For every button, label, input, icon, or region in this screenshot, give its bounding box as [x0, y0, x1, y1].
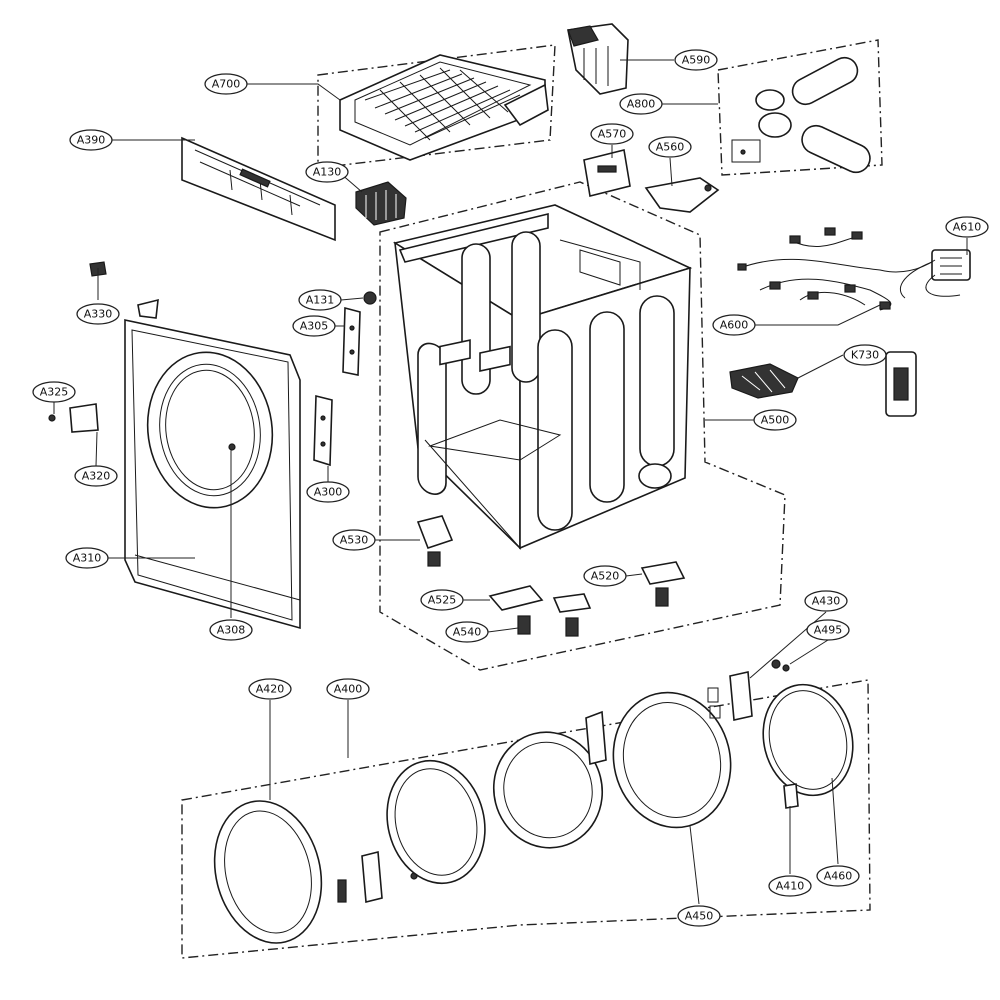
- callout-label: A430: [812, 595, 841, 608]
- callout-a500: A500: [753, 409, 797, 431]
- callout-label: A310: [73, 552, 102, 565]
- a495-screw-part: [771, 659, 790, 672]
- a305-bracket-part: [342, 306, 361, 376]
- a700-lint-cover: [339, 54, 549, 161]
- callout-label: A308: [217, 624, 246, 637]
- callout-a570: A570: [590, 123, 634, 145]
- a525-leg-bracket: [488, 585, 544, 611]
- callout-a130: A130: [305, 161, 349, 183]
- callout-a330: A330: [76, 303, 120, 325]
- callout-a700: A700: [204, 73, 248, 95]
- callout-label: A300: [314, 486, 343, 499]
- callout-label: A390: [77, 134, 106, 147]
- a590-duct-part: [567, 23, 629, 95]
- a325-screw-part: [48, 414, 56, 422]
- a460-door-gasket: [762, 683, 854, 797]
- k730-component: [729, 363, 799, 399]
- callout-a410: A410: [768, 875, 812, 897]
- callout-a495: A495: [806, 619, 850, 641]
- callout-label: A305: [300, 320, 329, 333]
- callout-label: A131: [306, 294, 335, 307]
- door-inner-glass: [492, 731, 604, 849]
- callout-label: A500: [761, 414, 790, 427]
- callout-label: A600: [720, 319, 749, 332]
- callout-label: A525: [428, 594, 457, 607]
- callout-a590: A590: [674, 49, 718, 71]
- callout-a308: A308: [209, 619, 253, 641]
- callout-label: K730: [851, 349, 879, 362]
- leader-lines: [53, 59, 968, 905]
- callout-k730: K730: [843, 344, 887, 366]
- callout-label: A130: [313, 166, 342, 179]
- callout-label: A320: [82, 470, 111, 483]
- callout-a390: A390: [69, 129, 113, 151]
- door-hinge-part: [337, 850, 418, 904]
- callout-label: A540: [453, 626, 482, 639]
- callout-a300: A300: [306, 481, 350, 503]
- callout-label: A570: [598, 128, 627, 141]
- callout-label: A530: [340, 534, 369, 547]
- callout-a305: A305: [292, 315, 336, 337]
- callout-a800: A800: [619, 93, 663, 115]
- callout-a400: A400: [326, 678, 370, 700]
- a610-wire-connector: [900, 249, 971, 299]
- callout-a430: A430: [804, 590, 848, 612]
- a320-latch-part: [69, 403, 99, 433]
- callout-label: A610: [953, 221, 982, 234]
- callout-a610: A610: [945, 216, 989, 238]
- a520-leg-bracket: [640, 561, 686, 607]
- callout-a325: A325: [32, 381, 76, 403]
- callout-a460: A460: [816, 865, 860, 887]
- a800-exhaust-duct-kit: [731, 56, 871, 174]
- callout-a450: A450: [677, 905, 721, 927]
- callout-a600: A600: [712, 314, 756, 336]
- group-boundary-a700: [317, 44, 556, 169]
- callout-label: A700: [212, 78, 241, 91]
- a600-wire-harness: [737, 227, 936, 311]
- a308-screw-part: [228, 443, 236, 451]
- callout-label: A560: [656, 141, 685, 154]
- callout-a310: A310: [65, 547, 109, 569]
- callout-label: A325: [40, 386, 69, 399]
- group-boundary-a500: [379, 181, 786, 671]
- a310-front-panel: [124, 298, 301, 630]
- a130-module-part: [355, 181, 407, 226]
- callout-a530: A530: [332, 529, 376, 551]
- callout-label: A450: [685, 910, 714, 923]
- callout-a525: A525: [420, 589, 464, 611]
- callout-label: A410: [776, 880, 805, 893]
- callout-label: A800: [627, 98, 656, 111]
- callout-label: A330: [84, 308, 113, 321]
- door-switch-part: [885, 351, 917, 417]
- callout-label: A495: [814, 624, 843, 637]
- a420-door-outer-ring: [213, 800, 323, 944]
- callout-a520: A520: [583, 565, 627, 587]
- callout-label: A520: [591, 570, 620, 583]
- callout-label: A590: [682, 54, 711, 67]
- a560-bracket-part: [644, 177, 720, 213]
- callout-a131: A131: [298, 289, 342, 311]
- a530-leg-bracket: [416, 515, 454, 567]
- a570-plate-part: [583, 149, 631, 197]
- a300-bracket-part: [313, 394, 333, 467]
- callout-a320: A320: [74, 465, 118, 487]
- callout-label: A400: [334, 683, 363, 696]
- callout-a560: A560: [648, 136, 692, 158]
- callout-label: A460: [824, 870, 853, 883]
- a131-bolt-part: [363, 291, 377, 305]
- callout-a420: A420: [248, 678, 292, 700]
- a390-control-panel-bracket: [181, 136, 336, 242]
- door-glass-ring: [386, 759, 486, 885]
- a410-door-hook: [783, 783, 799, 809]
- a500-cabinet: [392, 204, 693, 550]
- a430-door-latch: [707, 671, 753, 721]
- callout-label: A420: [256, 683, 285, 696]
- callout-a540: A540: [445, 621, 489, 643]
- a450-door-inner-frame: [585, 691, 732, 829]
- a540-leveling-foot: [517, 593, 592, 637]
- group-boundary-a800: [717, 39, 883, 176]
